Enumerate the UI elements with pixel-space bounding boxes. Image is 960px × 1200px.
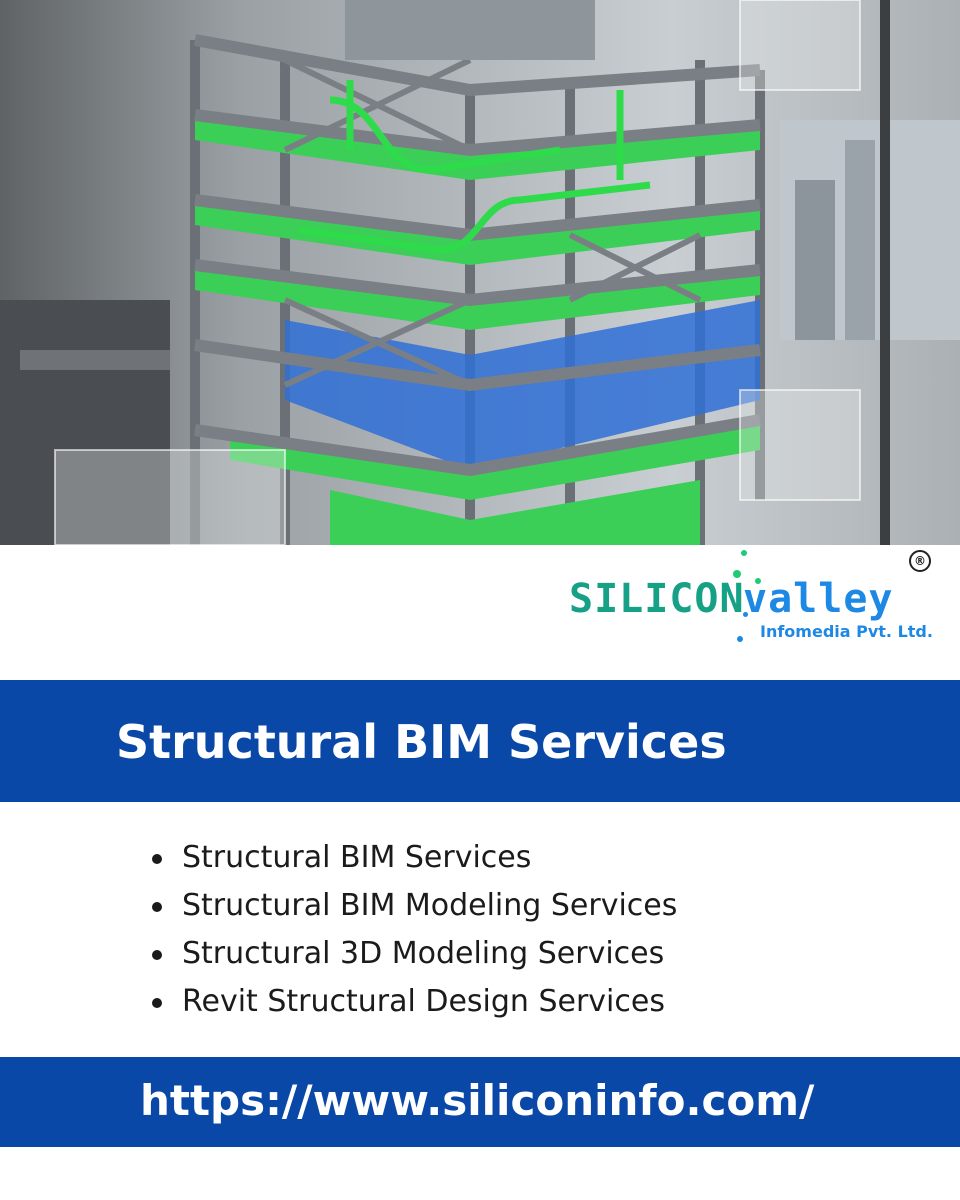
bullet-icon [152, 950, 162, 960]
logo-dot-icon [741, 550, 747, 556]
list-item: Revit Structural Design Services [150, 982, 677, 1030]
list-item: Structural 3D Modeling Services [150, 934, 677, 982]
services-list: Structural BIM Services Structural BIM M… [150, 838, 677, 1030]
logo-word-silicon: SILICON [569, 576, 745, 622]
service-label: Structural 3D Modeling Services [182, 936, 665, 971]
logo-tagline: Infomedia Pvt. Ltd. [760, 622, 933, 641]
website-banner: https://www.siliconinfo.com/ [0, 1057, 960, 1147]
hero-building-illustration [0, 0, 960, 545]
bullet-icon [152, 902, 162, 912]
logo-dot-icon [755, 578, 761, 584]
bullet-icon [152, 854, 162, 864]
service-label: Structural BIM Modeling Services [182, 888, 678, 923]
registered-mark: ® [909, 550, 931, 572]
bullet-icon [152, 998, 162, 1008]
logo-dot-icon [737, 636, 743, 642]
logo-dot-icon [743, 612, 748, 617]
logo-word-valley: valley [743, 576, 894, 622]
company-logo: ® SILICON valley Infomedia Pvt. Ltd. [565, 550, 955, 660]
service-label: Revit Structural Design Services [182, 984, 665, 1019]
title-banner: Structural BIM Services [0, 680, 960, 802]
list-item: Structural BIM Services [150, 838, 677, 886]
building-3d-model-icon [0, 0, 960, 545]
website-link[interactable]: https://www.siliconinfo.com/ [140, 1076, 815, 1125]
page-title: Structural BIM Services [116, 715, 727, 769]
service-label: Structural BIM Services [182, 840, 532, 875]
logo-dot-icon [733, 570, 741, 578]
list-item: Structural BIM Modeling Services [150, 886, 677, 934]
